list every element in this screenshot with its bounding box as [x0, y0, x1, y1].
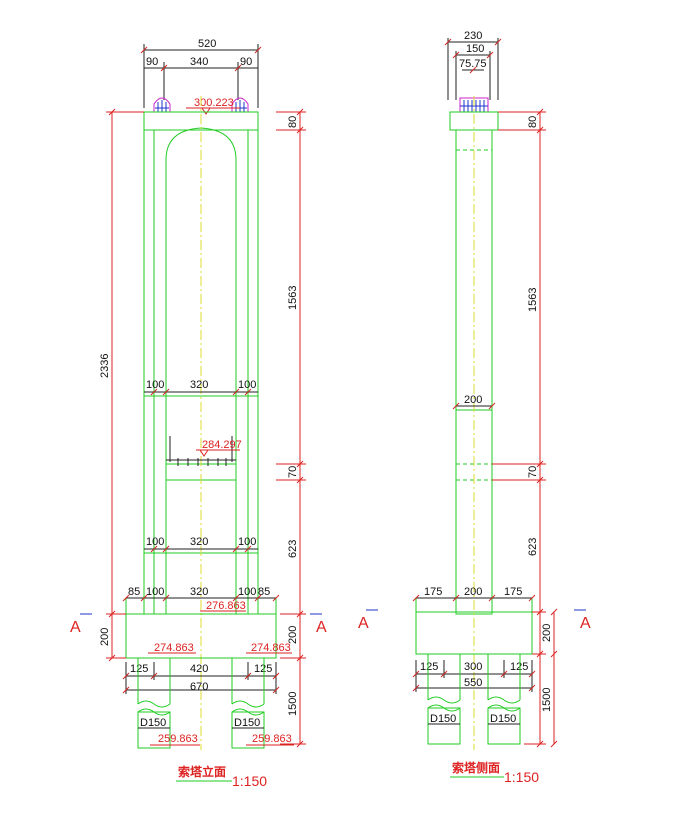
dim-gap-1: 320: [190, 379, 208, 391]
dim-h-top: 80: [287, 116, 299, 128]
elevation-title: 索塔立面: [178, 764, 226, 779]
dim-base-100-left: 100: [146, 586, 164, 598]
elevation-width-dims-1: [144, 388, 258, 396]
side-pile-diameter-left: D150: [430, 713, 456, 725]
dim-h-beam: 70: [287, 466, 299, 478]
side-dim-pile-300: 300: [464, 661, 482, 673]
side-dim-top-small: 75.75: [459, 58, 487, 70]
dim-base-320: 320: [190, 586, 208, 598]
dim-base-100-right: 100: [238, 586, 256, 598]
side-dim-top-mid: 150: [466, 43, 484, 55]
elevation-pile-cap: [125, 613, 277, 659]
side-pile-right: [487, 654, 521, 745]
dim-col-right-2: 100: [238, 536, 256, 548]
elevation-width-dims-2: [144, 545, 258, 553]
dim-pile-125-right: 125: [254, 663, 272, 675]
elevation-base-dims: [122, 594, 280, 602]
dim-base-85-left: 85: [128, 586, 140, 598]
section-a-left-2: A: [316, 619, 327, 636]
side-view: 230 150 75.75: [412, 30, 558, 785]
cable-saddle-right-icon: [231, 97, 249, 113]
dim-cap-height-left: 200: [99, 628, 111, 646]
elevation-pile-dims: [122, 662, 280, 694]
dim-side-right: 90: [240, 56, 252, 68]
cable-saddle-left-icon: [153, 97, 171, 113]
side-dim-pile-125-left: 125: [420, 661, 438, 673]
top-elevation: 300.223: [194, 97, 234, 109]
side-dim-top-width: 230: [464, 30, 482, 42]
side-top-dims: [444, 38, 502, 100]
dim-h-cap: 200: [287, 626, 299, 644]
dim-pile-420: 420: [190, 663, 208, 675]
section-a-right-1: A: [358, 615, 369, 632]
side-right-height-dims: [492, 108, 558, 748]
dim-mid: 340: [190, 56, 208, 68]
pile-bottom-elevation-left: 259.863: [158, 733, 198, 745]
dim-gap-2: 320: [190, 536, 208, 548]
dim-col-right-1: 100: [238, 379, 256, 391]
side-dim-h-beam: 70: [527, 466, 539, 478]
cap-bottom-elevation-left: 274.863: [154, 642, 194, 654]
dim-h-upper: 1563: [287, 286, 299, 310]
side-title: 索塔侧面: [452, 760, 500, 775]
side-dim-base-200: 200: [464, 586, 482, 598]
elevation-top-dims: [140, 44, 262, 108]
pile-bottom-elevation-right: 259.863: [252, 733, 292, 745]
beam-anchor-group: [166, 436, 236, 466]
side-dim-h-pile: 1500: [541, 688, 553, 712]
elevation-view: 520 90 340 90 300.223: [99, 38, 306, 789]
section-marks: A A A A: [70, 609, 591, 636]
dim-h-pile: 1500: [287, 692, 299, 716]
dim-cap-width: 670: [190, 681, 208, 693]
side-dim-h-lower: 623: [527, 538, 539, 556]
dim-base-85-right: 85: [258, 586, 270, 598]
side-pile-left: [427, 654, 461, 745]
dim-height-total: 2336: [99, 354, 111, 378]
cap-top-elevation: 276.863: [206, 600, 246, 612]
dim-side-left: 90: [146, 56, 158, 68]
side-dim-h-cap: 200: [541, 624, 553, 642]
section-a-right-2: A: [580, 615, 591, 632]
side-dim-pile-125-right: 125: [510, 661, 528, 673]
dim-col-left-1: 100: [146, 379, 164, 391]
elevation-right-height-dims: [276, 108, 306, 748]
side-dim-h-upper: 1563: [527, 288, 539, 312]
pile-diameter-left: D150: [140, 717, 166, 729]
side-dim-base-175-left: 175: [424, 586, 442, 598]
side-dim-width-200: 200: [464, 394, 482, 406]
elevation-pile-left: [137, 658, 171, 749]
dim-h-lower: 623: [287, 540, 299, 558]
dim-col-left-2: 100: [146, 536, 164, 548]
side-width-200-dim: [452, 402, 496, 410]
side-scale: 1:150: [504, 769, 539, 785]
beam-elevation: 284.297: [202, 439, 242, 451]
side-pile-cap: [415, 611, 533, 655]
pile-diameter-right: D150: [234, 717, 260, 729]
side-base-dims: [412, 594, 536, 602]
cap-bottom-elevation-right: 274.863: [251, 642, 291, 654]
side-dim-base-175-right: 175: [504, 586, 522, 598]
elevation-left-height-dim: [106, 108, 144, 662]
side-pile-dims: [412, 660, 536, 692]
side-dim-h-top: 80: [527, 116, 539, 128]
elevation-pile-right: [231, 658, 265, 749]
elevation-scale: 1:150: [232, 773, 267, 789]
dim-pile-125-left: 125: [130, 663, 148, 675]
side-pile-diameter-right: D150: [490, 713, 516, 725]
section-a-left-1: A: [70, 619, 81, 636]
side-dim-cap-width: 550: [464, 677, 482, 689]
dim-total-width: 520: [198, 38, 216, 50]
